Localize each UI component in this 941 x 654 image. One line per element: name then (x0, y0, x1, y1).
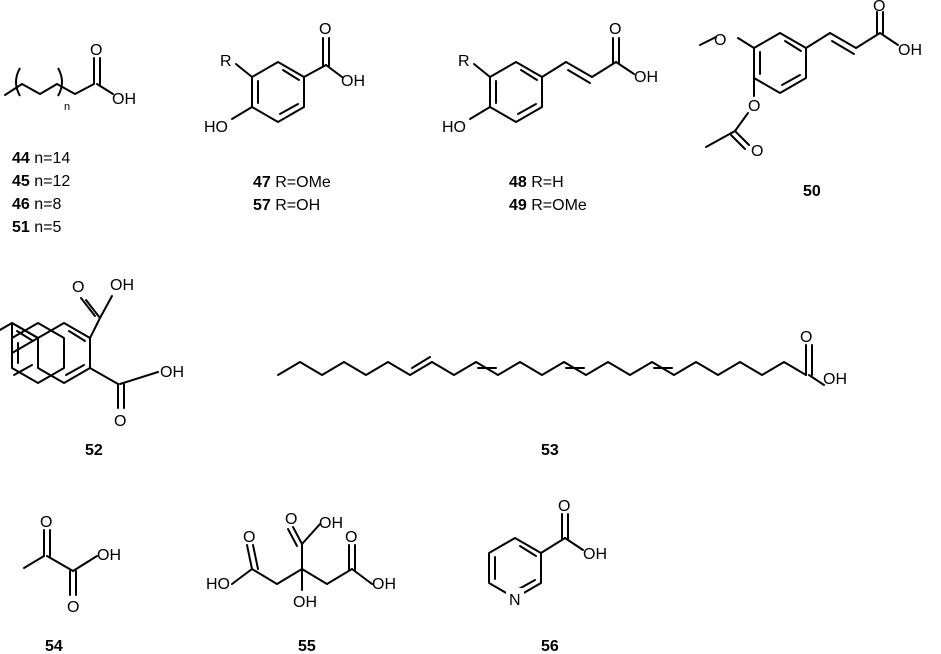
carbonyl-o-label: O (243, 529, 255, 546)
hydroxyl-label: OH (634, 69, 658, 86)
r-label: R (458, 53, 470, 70)
hydroxyl-label: OH (898, 42, 922, 59)
structure-fatty-acid: O OH n (4, 42, 136, 113)
hydroxyl-label: OH (97, 547, 121, 564)
carbonyl-o-label: O (114, 413, 126, 430)
carbonyl-o-label: O (72, 279, 84, 296)
hydroxyl-label: OH (583, 546, 607, 563)
repeat-n-label: n (64, 101, 70, 113)
nitrogen-label: N (509, 592, 521, 609)
carbonyl-o-label: O (873, 0, 885, 15)
carbonyl-o-label: O (90, 42, 102, 59)
carbonyl-o-label: O (67, 599, 79, 616)
structure-citric-acid: O OH O HO O OH OH (206, 511, 396, 611)
structure-nicotinic-acid: N O OH (488, 498, 607, 609)
label-49: 49 R=OMe (509, 197, 587, 214)
label-55: 55 (298, 638, 316, 654)
ho-label: HO (206, 576, 230, 593)
structure-cinnamic-acid: R HO O OH (442, 21, 658, 136)
carbonyl-o-label: O (285, 511, 297, 528)
methoxy-o-label: O (714, 32, 726, 49)
hydroxyl-label: OH (112, 91, 136, 108)
hydroxyl-label: OH (110, 277, 134, 294)
label-48: 48 R=H (509, 174, 564, 191)
structure-polyunsaturated-fatty-acid: O OH (277, 329, 847, 388)
label-47: 47 R=OMe (253, 174, 331, 191)
ho-label: HO (442, 119, 466, 136)
ketone-o-label: O (40, 514, 52, 531)
hydroxyl-label: OH (160, 364, 184, 381)
label-45: 45 n=12 (12, 173, 70, 190)
carbonyl-o-label: O (319, 21, 331, 38)
label-52: 52 (85, 442, 103, 459)
label-50: 50 (803, 183, 821, 200)
carbonyl-o-label: O (345, 529, 357, 546)
label-53: 53 (541, 442, 559, 459)
label-44: 44 n=14 (12, 150, 70, 167)
structure-naphthalene-dicarboxylic-acid: O OH O OH (0, 277, 184, 430)
hydroxyl-label: OH (293, 594, 317, 611)
ho-label: HO (204, 119, 228, 136)
carbonyl-o-label: O (558, 498, 570, 515)
ester-o-label: O (748, 98, 760, 115)
structure-acetyl-ferulic-acid: O O O O OH (699, 0, 922, 160)
hydroxyl-label: OH (372, 576, 396, 593)
r-label: R (220, 53, 232, 70)
label-46: 46 n=8 (12, 196, 61, 213)
structure-benzoic-acid: R HO O OH (204, 21, 365, 136)
label-54: 54 (45, 638, 63, 654)
label-57: 57 R=OH (253, 197, 320, 214)
structure-pyruvic-acid: O OH O (23, 514, 121, 616)
label-56: 56 (541, 638, 559, 654)
acetyl-carbonyl-o-label: O (751, 143, 763, 160)
hydroxyl-label: OH (319, 515, 343, 532)
carbonyl-o-label: O (800, 329, 812, 346)
hydroxyl-label: OH (823, 371, 847, 388)
hydroxyl-label: OH (341, 73, 365, 90)
carbonyl-o-label: O (609, 21, 621, 38)
label-51: 51 n=5 (12, 219, 61, 236)
